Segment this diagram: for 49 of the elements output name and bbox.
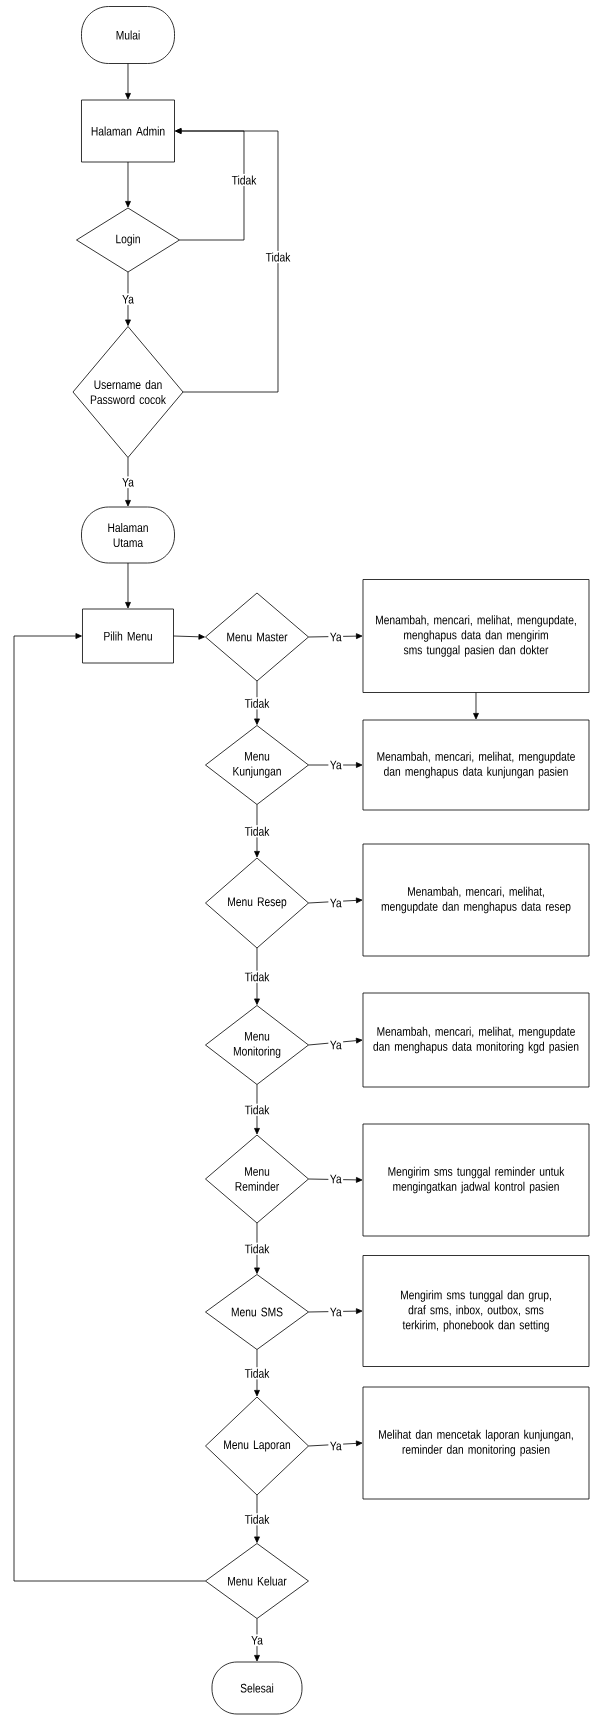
arrow [308, 762, 363, 768]
arrow [125, 161, 131, 208]
edge-label: Tidak [264, 250, 292, 264]
arrow [13, 633, 206, 1582]
arrow [308, 1440, 363, 1447]
arrow [125, 457, 131, 507]
arrow [308, 897, 363, 904]
arrow [175, 128, 279, 393]
edge-label: Tidak [243, 697, 271, 710]
process-box: Pilih Menu [82, 608, 174, 664]
process-box: Menambah, mencari, melihat, mengupdate dan menghapus data kunjungan pasien [362, 719, 590, 811]
process-box: Mengirim sms tunggal dan grup, draf sms, inbox, outbox, sms terkirim, phonebook dan setting [362, 1255, 590, 1367]
arrow [254, 947, 260, 1005]
arrow [125, 562, 131, 609]
process-box: Mengirim sms tunggal reminder untuk mengingatkan jadwal kontrol pasien [362, 1123, 590, 1237]
edge-label: Tidak [243, 825, 271, 838]
arrow [308, 1177, 363, 1183]
arrow [125, 271, 131, 326]
edge-label: Ya [328, 897, 344, 909]
edge-label: Ya [328, 1306, 344, 1318]
process-box: Menambah, mencari, melihat, mengupdate, menghapus data dan mengirim sms tunggal pasien dan dokter [362, 579, 590, 693]
edge-label: Ya [328, 1039, 344, 1051]
edge-label: Ya [328, 631, 344, 643]
arrow [308, 633, 363, 640]
arrow [173, 633, 205, 640]
edge-label: Tidak [243, 970, 271, 983]
edge-label: Ya [249, 1634, 265, 1647]
process-box: Menambah, mencari, melihat, mengupdate dan menghapus data monitoring kgd pasien [362, 992, 590, 1088]
edge-label: Ya [120, 476, 136, 489]
arrow [254, 680, 260, 725]
edge-label: Tidak [243, 1513, 271, 1526]
edge-label: Tidak [230, 173, 258, 187]
process-box: Halaman Admin [81, 99, 175, 163]
arrow [308, 1037, 363, 1046]
edge-label: Tidak [243, 1242, 271, 1255]
arrow [254, 1618, 260, 1662]
edge-label: Ya [120, 293, 136, 306]
process-box: Menambah, mencari, melihat, mengupdate dan menghapus data resep [362, 843, 590, 957]
edge-label: Ya [328, 1173, 344, 1185]
edge-label: Ya [328, 759, 344, 771]
arrow [473, 692, 479, 720]
edge-label: Tidak [243, 1367, 271, 1380]
process-box: Melihat dan mencetak laporan kunjungan, reminder dan monitoring pasien [362, 1386, 590, 1500]
arrow [254, 1222, 260, 1274]
arrow [125, 63, 131, 100]
edge-label: Tidak [243, 1103, 271, 1116]
arrow [308, 1308, 363, 1314]
arrow [254, 1494, 260, 1543]
edge-label: Ya [328, 1440, 344, 1452]
